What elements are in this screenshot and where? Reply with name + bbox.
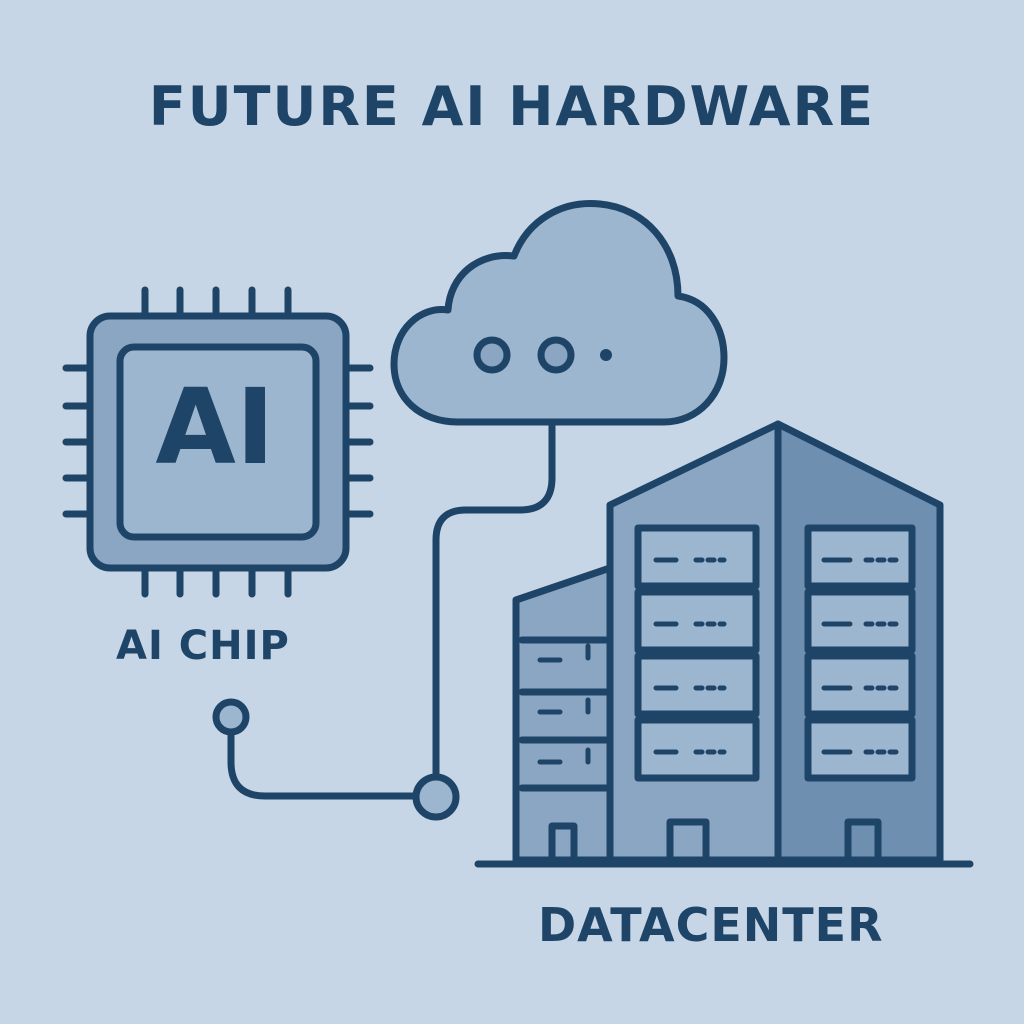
cloud-dot-icon bbox=[600, 349, 612, 361]
diagram-title: FUTURE AI HARDWARE bbox=[148, 75, 876, 138]
connector-line-hub-to-cloud bbox=[432, 418, 556, 782]
side-racks bbox=[804, 524, 916, 782]
front-racks bbox=[634, 524, 760, 782]
chip-icon bbox=[62, 286, 374, 598]
datacenter-caption: DATACENTER bbox=[538, 898, 884, 952]
chip-pins bbox=[62, 286, 374, 598]
chip-caption: AI CHIP bbox=[116, 623, 290, 669]
cloud-dot-icon bbox=[473, 336, 511, 374]
connector-node-icon bbox=[212, 698, 250, 736]
cloud-dot-icon bbox=[537, 336, 575, 374]
chip-inner-label: AI bbox=[155, 366, 275, 488]
cloud-icon bbox=[390, 200, 728, 426]
connector-line-chip-to-hub bbox=[227, 714, 420, 800]
connector-node-icon bbox=[412, 773, 460, 821]
datacenter-icon bbox=[474, 420, 974, 868]
left-wing-racks bbox=[518, 636, 610, 792]
